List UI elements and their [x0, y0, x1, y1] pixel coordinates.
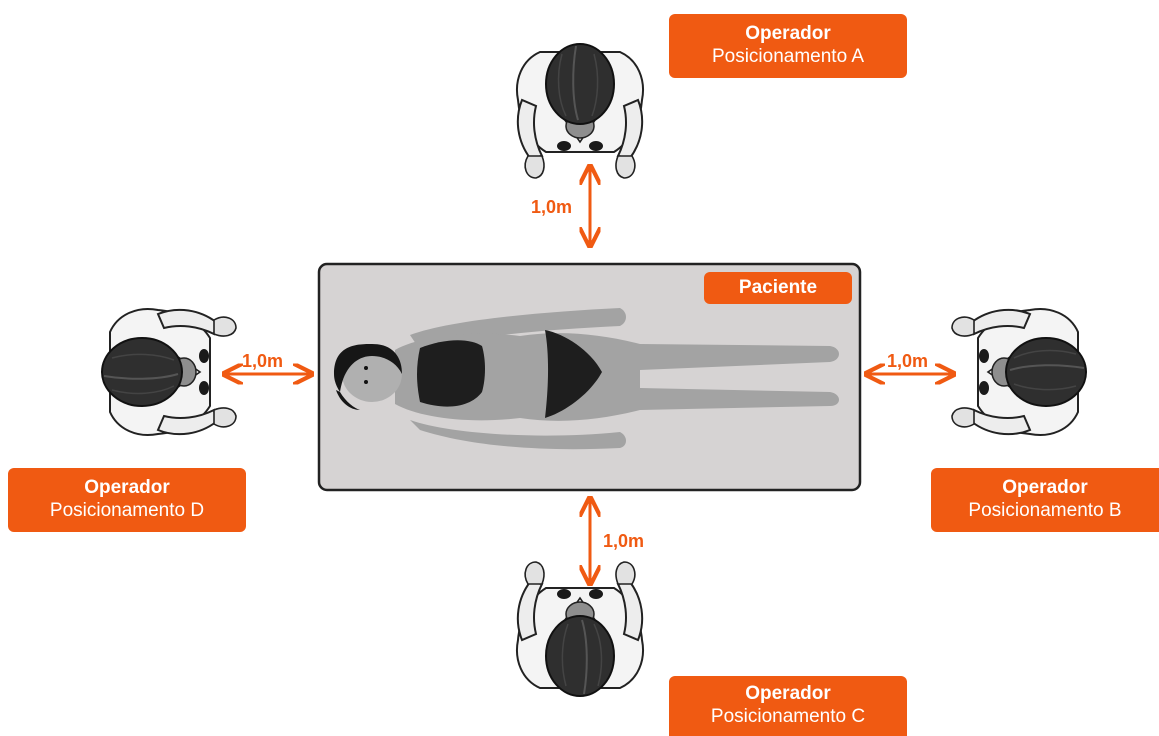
operator-d-figure — [102, 309, 236, 435]
operator-a-title: Operador — [745, 23, 831, 45]
operator-d-position: Posicionamento D — [50, 499, 204, 523]
operator-c-position: Posicionamento C — [711, 705, 865, 729]
operator-c-badge: Operador Posicionamento C — [669, 676, 907, 736]
operator-a-badge: Operador Posicionamento A — [669, 14, 907, 78]
operator-c-title: Operador — [745, 683, 831, 705]
operator-b-title: Operador — [1002, 477, 1088, 499]
operator-d-badge: Operador Posicionamento D — [8, 468, 246, 532]
operator-c-figure — [517, 562, 643, 696]
patient-label: Paciente — [704, 272, 852, 304]
operator-b-position: Posicionamento B — [968, 499, 1121, 523]
distance-label-right: 1,0m — [887, 350, 928, 372]
operator-b-badge: Operador Posicionamento B — [931, 468, 1159, 532]
distance-label-left: 1,0m — [242, 350, 283, 372]
operator-b-figure — [952, 309, 1086, 435]
distance-label-bottom: 1,0m — [603, 530, 644, 552]
operator-a-figure — [517, 44, 643, 178]
operator-d-title: Operador — [84, 477, 170, 499]
distance-label-top: 1,0m — [531, 196, 572, 218]
operator-a-position: Posicionamento A — [712, 45, 864, 69]
